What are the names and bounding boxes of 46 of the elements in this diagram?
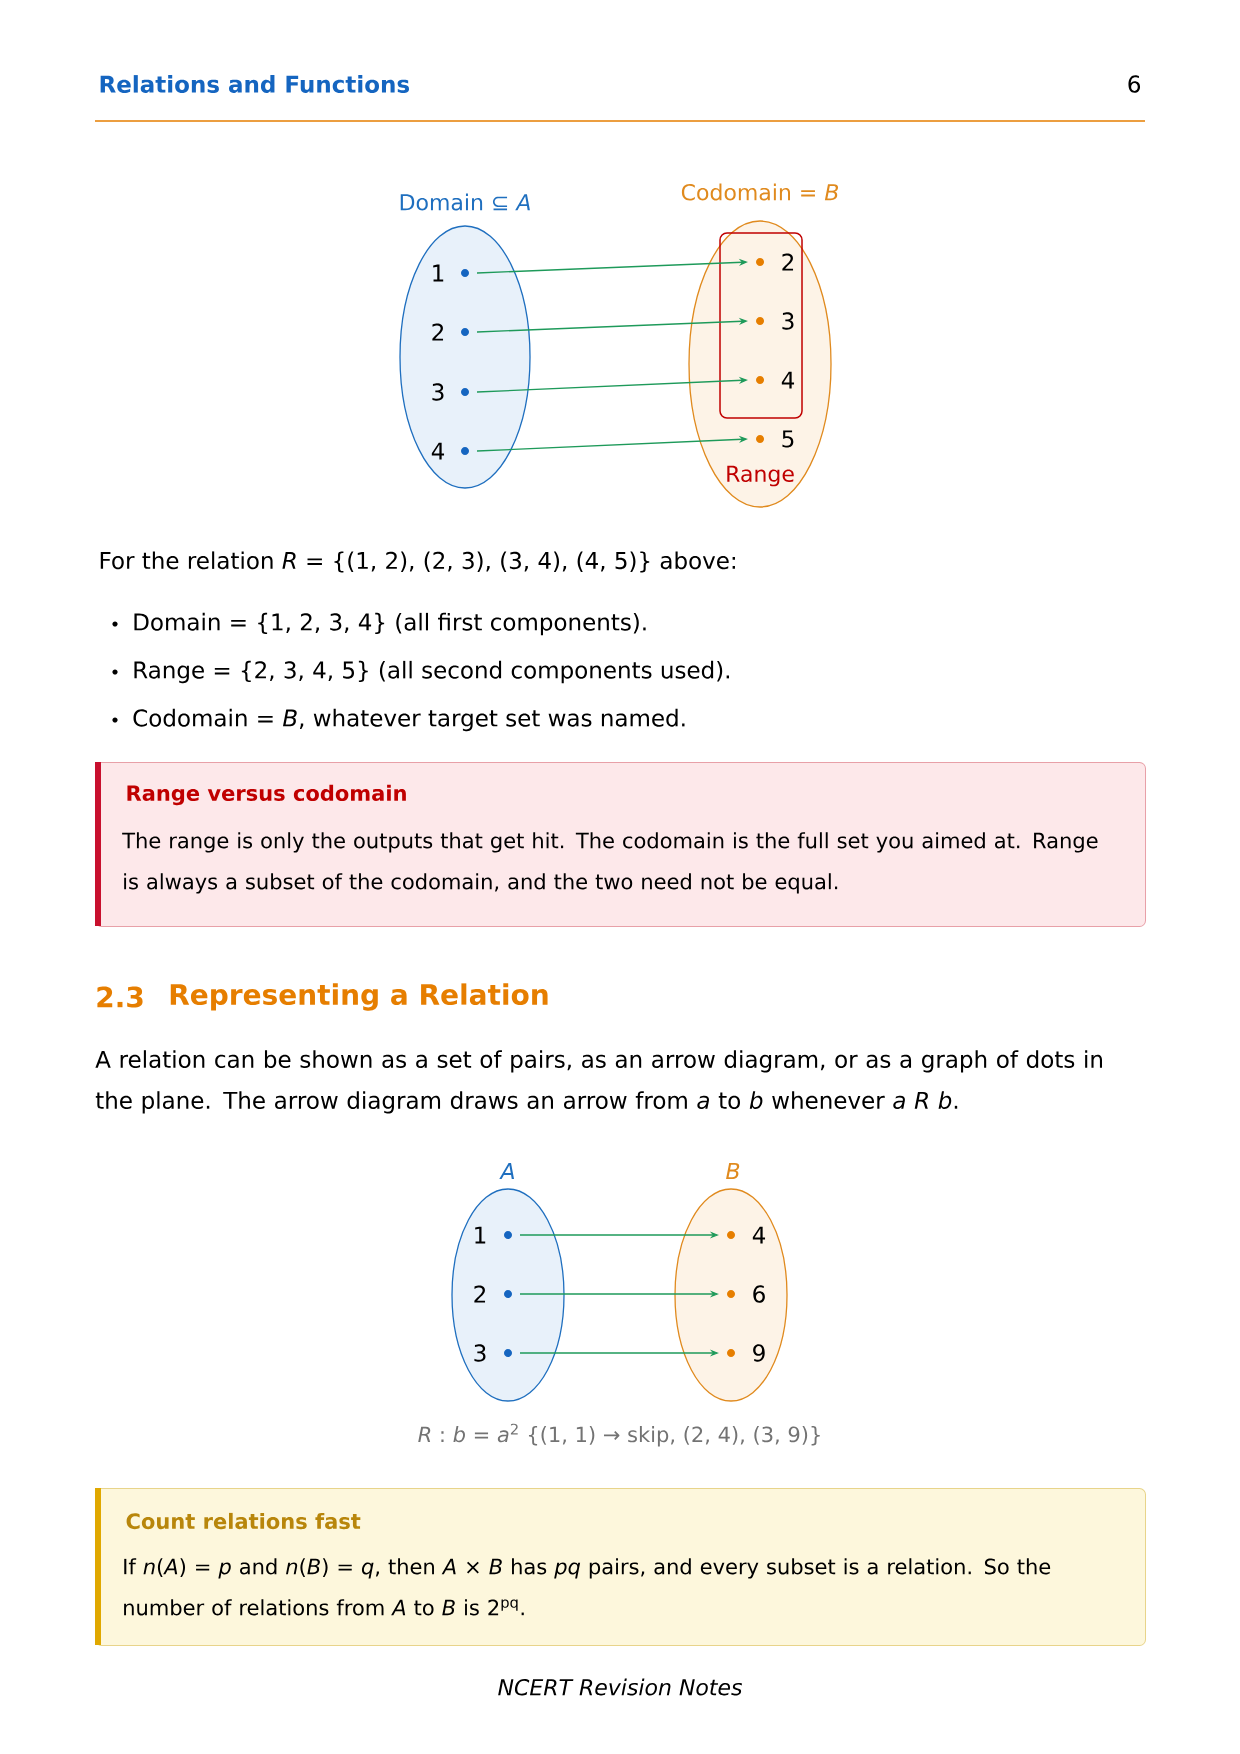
bullet-item: Range = {2, 3, 4, 5} (all second components used).	[134, 660, 729, 684]
callout-box: Count relations fast If n(A) = p and n(B) = q, then A × B has pq pairs, and every subset is a relation. So the number of relations from A to B is 2$^{pq}$.	[95, 1488, 1146, 1646]
node-label: 3	[432, 383, 444, 401]
set-element: 3	[432, 383, 469, 401]
set-element: 4	[431, 442, 469, 460]
set-element: 4	[756, 371, 795, 389]
node-label: 1	[475, 1226, 486, 1244]
node-label: 3	[474, 1344, 486, 1362]
set-element: 9	[727, 1344, 765, 1362]
section-number: 2.3	[97, 986, 143, 1008]
node-label: 2	[782, 253, 794, 271]
body-text: For the relation R = {(1, 2), (2, 3), (3, 4), (4, 5)} above:	[100, 551, 735, 573]
node-label: 4	[781, 371, 795, 389]
section-heading: Representing a Relation	[170, 983, 548, 1011]
callout-box: Range versus codomain The range is only the outputs that get hit. The codomain is the full set you aimed at. Range is always a subset of the codomain, and the two need not be equal.	[95, 762, 1146, 927]
node-label: 6	[753, 1285, 765, 1303]
body-text: A relation can be shown as a set of pairs, as an arrow diagram, or as a graph of dots in the plane. The arrow diagram draws an arrow from a to b whenever a R b.	[95, 1050, 1102, 1114]
set-element: 2	[432, 323, 469, 341]
bullet-item: Domain = {1, 2, 3, 4} (all first components).	[134, 612, 646, 636]
node-label: 5	[782, 430, 794, 448]
set-element: 5	[756, 430, 794, 448]
node-label: 4	[752, 1226, 766, 1244]
node-label: 9	[753, 1344, 765, 1362]
node-label: 1	[433, 264, 444, 282]
set-label: Domain ⊆ A	[400, 193, 530, 211]
page-number: 6	[1128, 75, 1141, 93]
node-label: 2	[432, 323, 444, 341]
set-label: B	[726, 1163, 740, 1180]
set-label: A	[499, 1163, 514, 1180]
footer-text: NCERT Revision Notes	[498, 1678, 742, 1696]
header-title: Relations and Functions	[100, 75, 409, 93]
set-element: 2	[474, 1285, 512, 1303]
set-element: 1	[433, 264, 469, 282]
set-element: 3	[474, 1344, 512, 1362]
set-element: 2	[756, 253, 794, 271]
set-element: 1	[475, 1226, 512, 1244]
node-label: 3	[782, 312, 794, 330]
set-label: Codomain = B	[681, 183, 839, 201]
bullet-item: Codomain = B, whatever target set was named.	[133, 708, 685, 732]
figure-caption: R : b = a$^{2}$ {(1, 1) → skip, (2, 4), (3, 9)}	[418, 1423, 820, 1447]
node-label: 2	[474, 1285, 486, 1303]
node-label: 4	[431, 442, 445, 460]
set-element: 4	[727, 1226, 766, 1244]
set-element: 6	[727, 1285, 765, 1303]
set-element: 3	[756, 312, 794, 330]
range-label: Range	[727, 465, 794, 487]
